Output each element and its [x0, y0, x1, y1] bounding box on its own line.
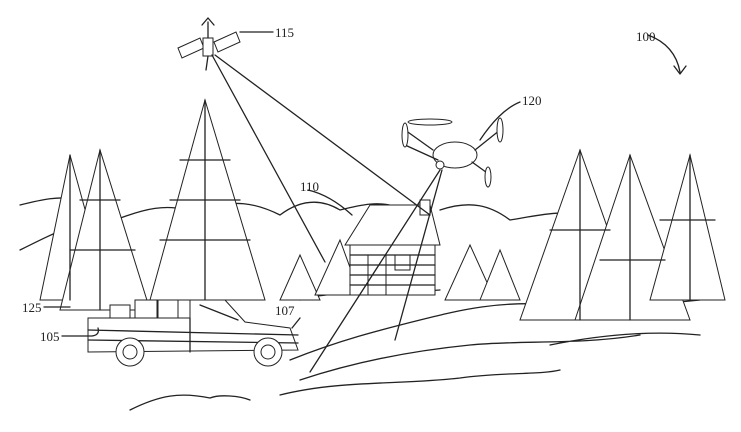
tree-group-middle — [279, 238, 521, 301]
label-drone: 120 — [522, 93, 542, 108]
label-site-marker: 107 — [275, 303, 295, 318]
label-satellite: 115 — [275, 25, 295, 40]
label-system: 100 — [636, 29, 656, 44]
label-vehicle: 105 — [40, 329, 60, 344]
leader-lines — [43, 31, 687, 337]
tree-group-left — [39, 98, 266, 311]
satellite — [177, 17, 241, 71]
pickup-truck — [87, 299, 299, 367]
satellite-beams — [211, 54, 431, 263]
cabin — [344, 199, 441, 296]
label-structure: 110 — [300, 179, 320, 194]
drone-beams — [309, 169, 443, 373]
ground-lines — [129, 289, 701, 411]
tree-group-right — [519, 148, 726, 321]
drone — [401, 117, 504, 188]
label-trees: 125 — [22, 300, 42, 315]
